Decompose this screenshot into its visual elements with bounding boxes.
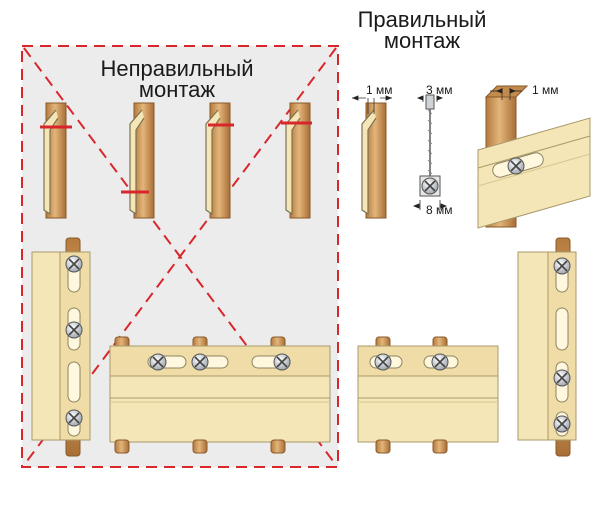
wrong-installation-title: Неправильный монтаж bbox=[72, 56, 282, 102]
screw-icon bbox=[553, 415, 571, 433]
wrong-cross-section-4 bbox=[281, 102, 312, 219]
right-vertical-panel bbox=[517, 237, 577, 457]
screw-icon bbox=[273, 353, 291, 371]
right-cross-section bbox=[352, 97, 392, 219]
screw-icon bbox=[65, 409, 83, 427]
screw-icon bbox=[374, 353, 392, 371]
dimension-arrows bbox=[351, 88, 522, 209]
head-diameter-label: 8 мм bbox=[426, 203, 453, 217]
wrong-cross-section-1 bbox=[40, 102, 72, 219]
right-installation-title: Правильный монтаж bbox=[342, 7, 502, 53]
wrong-horizontal-panel bbox=[109, 336, 331, 454]
screw-icon bbox=[149, 353, 167, 371]
screw-icon bbox=[191, 353, 209, 371]
right-title-line2: монтаж bbox=[383, 28, 461, 53]
wrong-title-line2: монтаж bbox=[138, 77, 216, 102]
screw-icon bbox=[507, 157, 525, 175]
wrong-cross-section-2 bbox=[121, 102, 155, 219]
hole-diameter-label: 3 мм bbox=[426, 83, 453, 97]
screw-icon bbox=[553, 257, 571, 275]
screw-icon bbox=[431, 353, 449, 371]
wrong-vertical-panel bbox=[31, 237, 91, 457]
screw-head-icon bbox=[421, 177, 439, 195]
right-panel-closeup bbox=[477, 85, 591, 229]
wrong-title-line1: Неправильный bbox=[100, 56, 254, 81]
gap-left-label: 1 мм bbox=[366, 83, 393, 97]
right-title-line1: Правильный bbox=[357, 7, 487, 32]
wrong-cross-section-3 bbox=[205, 102, 234, 219]
right-horizontal-panel bbox=[357, 336, 499, 454]
screw-detail bbox=[419, 94, 441, 210]
screw-icon bbox=[553, 369, 571, 387]
screw-icon bbox=[65, 255, 83, 273]
gap-right-label: 1 мм bbox=[532, 83, 559, 97]
screw-icon bbox=[65, 321, 83, 339]
